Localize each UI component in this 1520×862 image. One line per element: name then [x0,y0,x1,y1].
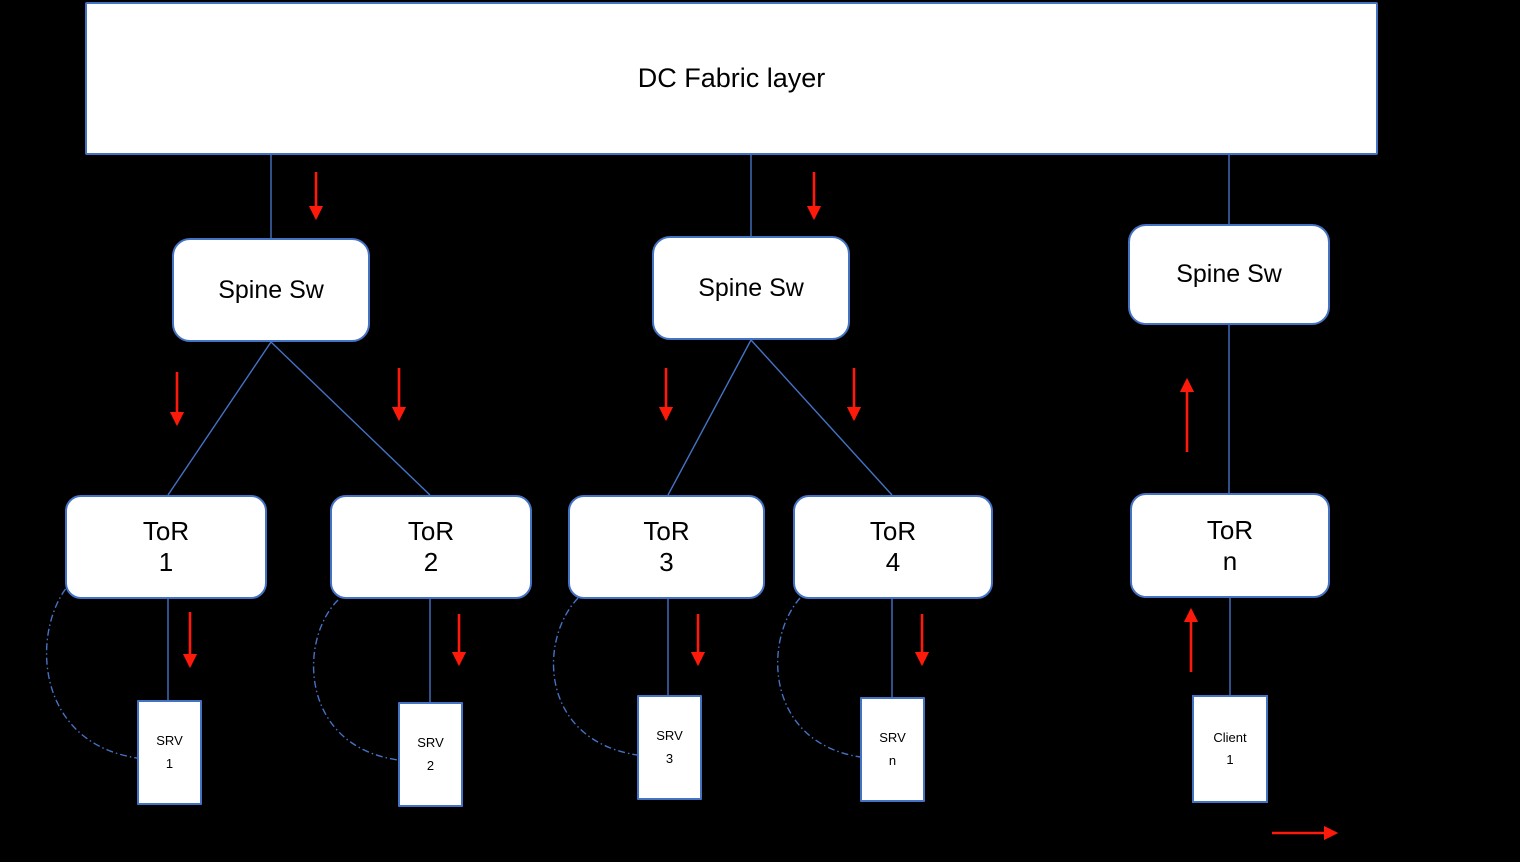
spine2-to-tor4-line [750,339,893,496]
spine2-to-tor3-line [667,339,752,496]
client-1-name: Client [1213,729,1247,745]
server-n-name: SRV [879,730,906,746]
spine-switch-1-label: Spine Sw [218,275,324,304]
tor1-srv1-loop-arc [45,577,138,759]
server-3-name: SRV [656,728,683,744]
tor2-srv2-loop-arc [313,599,399,761]
client-1-id: 1 [1226,752,1234,767]
tor-switch-2-id: 2 [423,547,439,577]
dc-fabric-layer-box: DC Fabric layer [85,2,1378,155]
tor3-srv3-loop-arc [552,597,638,756]
tor-switch-1: ToR 1 [65,495,267,599]
tor-switch-n: ToR n [1130,493,1330,598]
dc-fabric-layer-label: DC Fabric layer [637,63,826,93]
server-n: SRV n [860,697,925,802]
spine-switch-1: Spine Sw [172,238,370,342]
tor4-srvn-loop-arc [776,597,861,758]
server-3-id: 3 [665,750,674,766]
tor-switch-4: ToR 4 [793,495,993,599]
tor-switch-n-name: ToR [1206,514,1254,545]
server-1-name: SRV [156,733,183,749]
server-2: SRV 2 [398,702,463,807]
tor-switch-1-name: ToR [142,516,190,547]
server-1: SRV 1 [137,700,202,805]
server-2-id: 2 [426,757,435,773]
tor-switch-2: ToR 2 [330,495,532,599]
server-2-name: SRV [417,735,444,751]
tor-switch-3-id: 3 [659,547,674,577]
tor-switch-1-id: 1 [158,547,174,577]
spine-switch-2-label: Spine Sw [698,273,804,302]
tor-switch-4-name: ToR [869,516,917,547]
spine-switch-3-label: Spine Sw [1176,260,1282,288]
client-1: Client 1 [1192,695,1268,803]
tor-switch-3-name: ToR [643,516,690,547]
spine1-to-tor1-line [167,341,272,496]
tor-switch-3: ToR 3 [568,495,765,599]
tor-switch-4-id: 4 [885,547,901,577]
spine1-to-tor2-line [270,341,431,496]
tor-switch-n-id: n [1222,545,1238,576]
server-1-id: 1 [165,755,174,771]
server-3: SRV 3 [637,695,702,800]
tor-switch-2-name: ToR [407,516,455,547]
spine-switch-3: Spine Sw [1128,224,1330,325]
server-n-id: n [888,752,897,768]
spine-switch-2: Spine Sw [652,236,850,340]
